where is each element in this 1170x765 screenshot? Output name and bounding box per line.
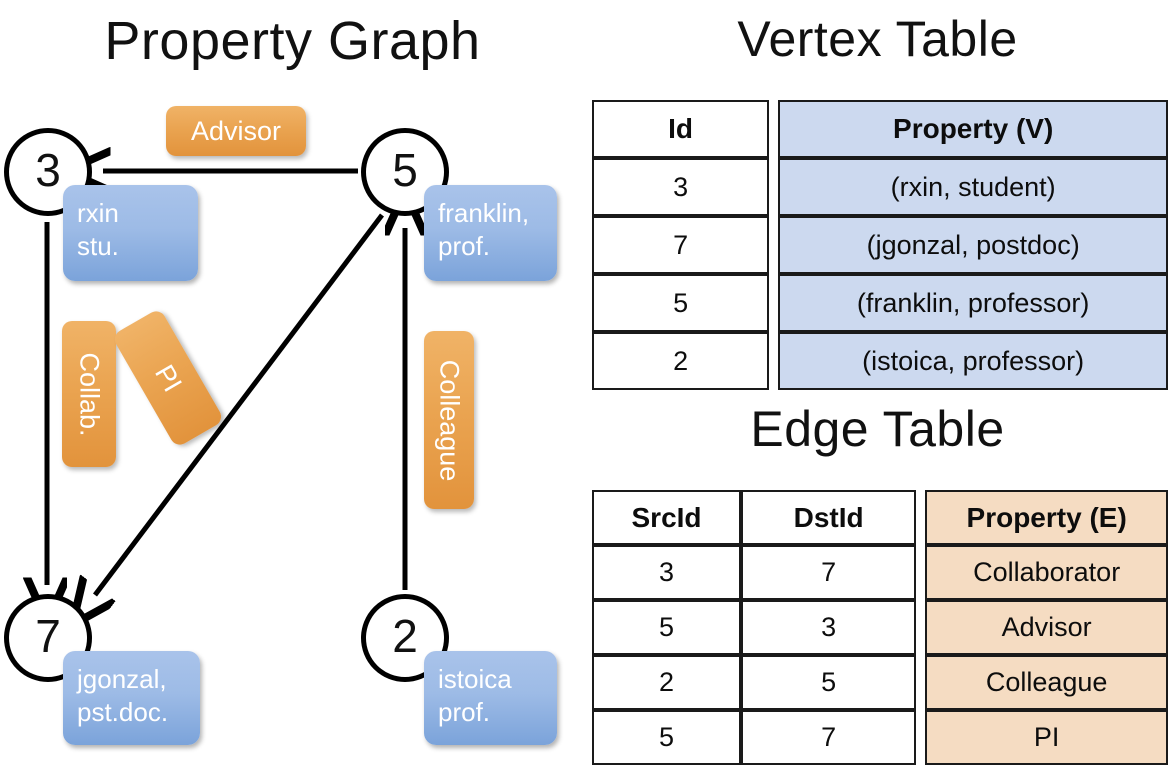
vertex-cell-property: (franklin, professor) (778, 274, 1168, 332)
vertex-table-header-id: Id (592, 100, 770, 158)
vertex-property-line-2: pst.doc. (77, 697, 169, 727)
vertex-cell-property: (jgonzal, postdoc) (778, 216, 1168, 274)
edge-label-advisor-text: Advisor (190, 115, 282, 146)
vertex-property-line-1: franklin, (438, 198, 530, 228)
column-gap (916, 655, 925, 710)
edge-cell-dstid: 5 (741, 655, 917, 710)
edge-label-collab: Collab. (62, 321, 116, 467)
edge-cell-srcid: 5 (592, 600, 742, 655)
edge-cell-srcid: 2 (592, 655, 742, 710)
edge-cell-dstid: 3 (741, 600, 917, 655)
table-header-row: Id Property (V) (592, 100, 1168, 158)
vertex-property-line-2: stu. (77, 231, 119, 261)
table-row: 2 5 Colleague (592, 655, 1168, 710)
edge-table-header-dstid: DstId (741, 490, 917, 545)
graph-node-7-label: 7 (35, 610, 61, 662)
column-gap (769, 332, 778, 390)
column-gap (769, 274, 778, 332)
vertex-cell-property: (rxin, student) (778, 158, 1168, 216)
vertex-property-box-2: istoica prof. (424, 651, 557, 745)
table-row: 7 (jgonzal, postdoc) (592, 216, 1168, 274)
vertex-property-line-2: prof. (438, 697, 491, 727)
vertex-property-box-3: rxin stu. (63, 185, 198, 281)
vertex-table-header-property: Property (V) (778, 100, 1168, 158)
page-title-property-graph: Property Graph (104, 11, 481, 71)
vertex-property-box-7: jgonzal, pst.doc. (63, 651, 200, 745)
edge-label-advisor: Advisor (166, 106, 306, 156)
edge-cell-property: PI (925, 710, 1168, 765)
vertex-table: Id Property (V) 3 (rxin, student) 7 (jgo… (592, 100, 1168, 390)
graph-node-2[interactable]: 2 (361, 594, 449, 682)
edge-cell-srcid: 5 (592, 710, 742, 765)
table-header-row: SrcId DstId Property (E) (592, 490, 1168, 545)
edge-cell-dstid: 7 (741, 545, 917, 600)
column-gap (769, 100, 778, 158)
vertex-cell-id: 7 (592, 216, 770, 274)
edge-table: SrcId DstId Property (E) 3 7 Collaborato… (592, 490, 1168, 765)
edge-label-colleague-text: Colleague (434, 359, 465, 481)
column-gap (916, 710, 925, 765)
page-title-vertex-table: Vertex Table (737, 11, 1018, 67)
edge-cell-property: Advisor (925, 600, 1168, 655)
table-row: 3 (rxin, student) (592, 158, 1168, 216)
vertex-property-line-1: jgonzal, (77, 664, 167, 694)
property-graph-diagram: 3 5 7 2 rxin stu. franklin, prof. jgonza… (0, 0, 585, 760)
edge-label-colleague: Colleague (424, 331, 474, 509)
graph-node-5-label: 5 (392, 144, 418, 196)
edge-line-pi (95, 213, 384, 595)
vertex-property-box-5: franklin, prof. (424, 185, 557, 281)
column-gap (769, 216, 778, 274)
edge-table-header-property: Property (E) (925, 490, 1168, 545)
edge-cell-dstid: 7 (741, 710, 917, 765)
vertex-cell-id: 3 (592, 158, 770, 216)
graph-edge-lines (0, 0, 585, 760)
column-gap (916, 545, 925, 600)
vertex-cell-id: 5 (592, 274, 770, 332)
edge-label-pi-text: PI (149, 359, 188, 397)
page-title-edge-table: Edge Table (750, 401, 1005, 457)
table-row: 5 (franklin, professor) (592, 274, 1168, 332)
graph-node-3-label: 3 (35, 144, 61, 196)
vertex-property-line-2: prof. (438, 231, 491, 261)
edge-cell-property: Collaborator (925, 545, 1168, 600)
edge-table-header-srcid: SrcId (592, 490, 742, 545)
edge-cell-srcid: 3 (592, 545, 742, 600)
edge-cell-property: Colleague (925, 655, 1168, 710)
vertex-cell-id: 2 (592, 332, 770, 390)
column-gap (916, 490, 925, 545)
edge-label-collab-text: Collab. (74, 351, 105, 437)
graph-node-2-label: 2 (392, 610, 418, 662)
vertex-cell-property: (istoica, professor) (778, 332, 1168, 390)
column-gap (916, 600, 925, 655)
vertex-property-line-1: istoica (438, 664, 512, 694)
table-row: 2 (istoica, professor) (592, 332, 1168, 390)
table-row: 5 7 PI (592, 710, 1168, 765)
table-row: 3 7 Collaborator (592, 545, 1168, 600)
table-row: 5 3 Advisor (592, 600, 1168, 655)
vertex-property-line-1: rxin (77, 198, 119, 228)
graph-node-5[interactable]: 5 (361, 128, 449, 216)
column-gap (769, 158, 778, 216)
